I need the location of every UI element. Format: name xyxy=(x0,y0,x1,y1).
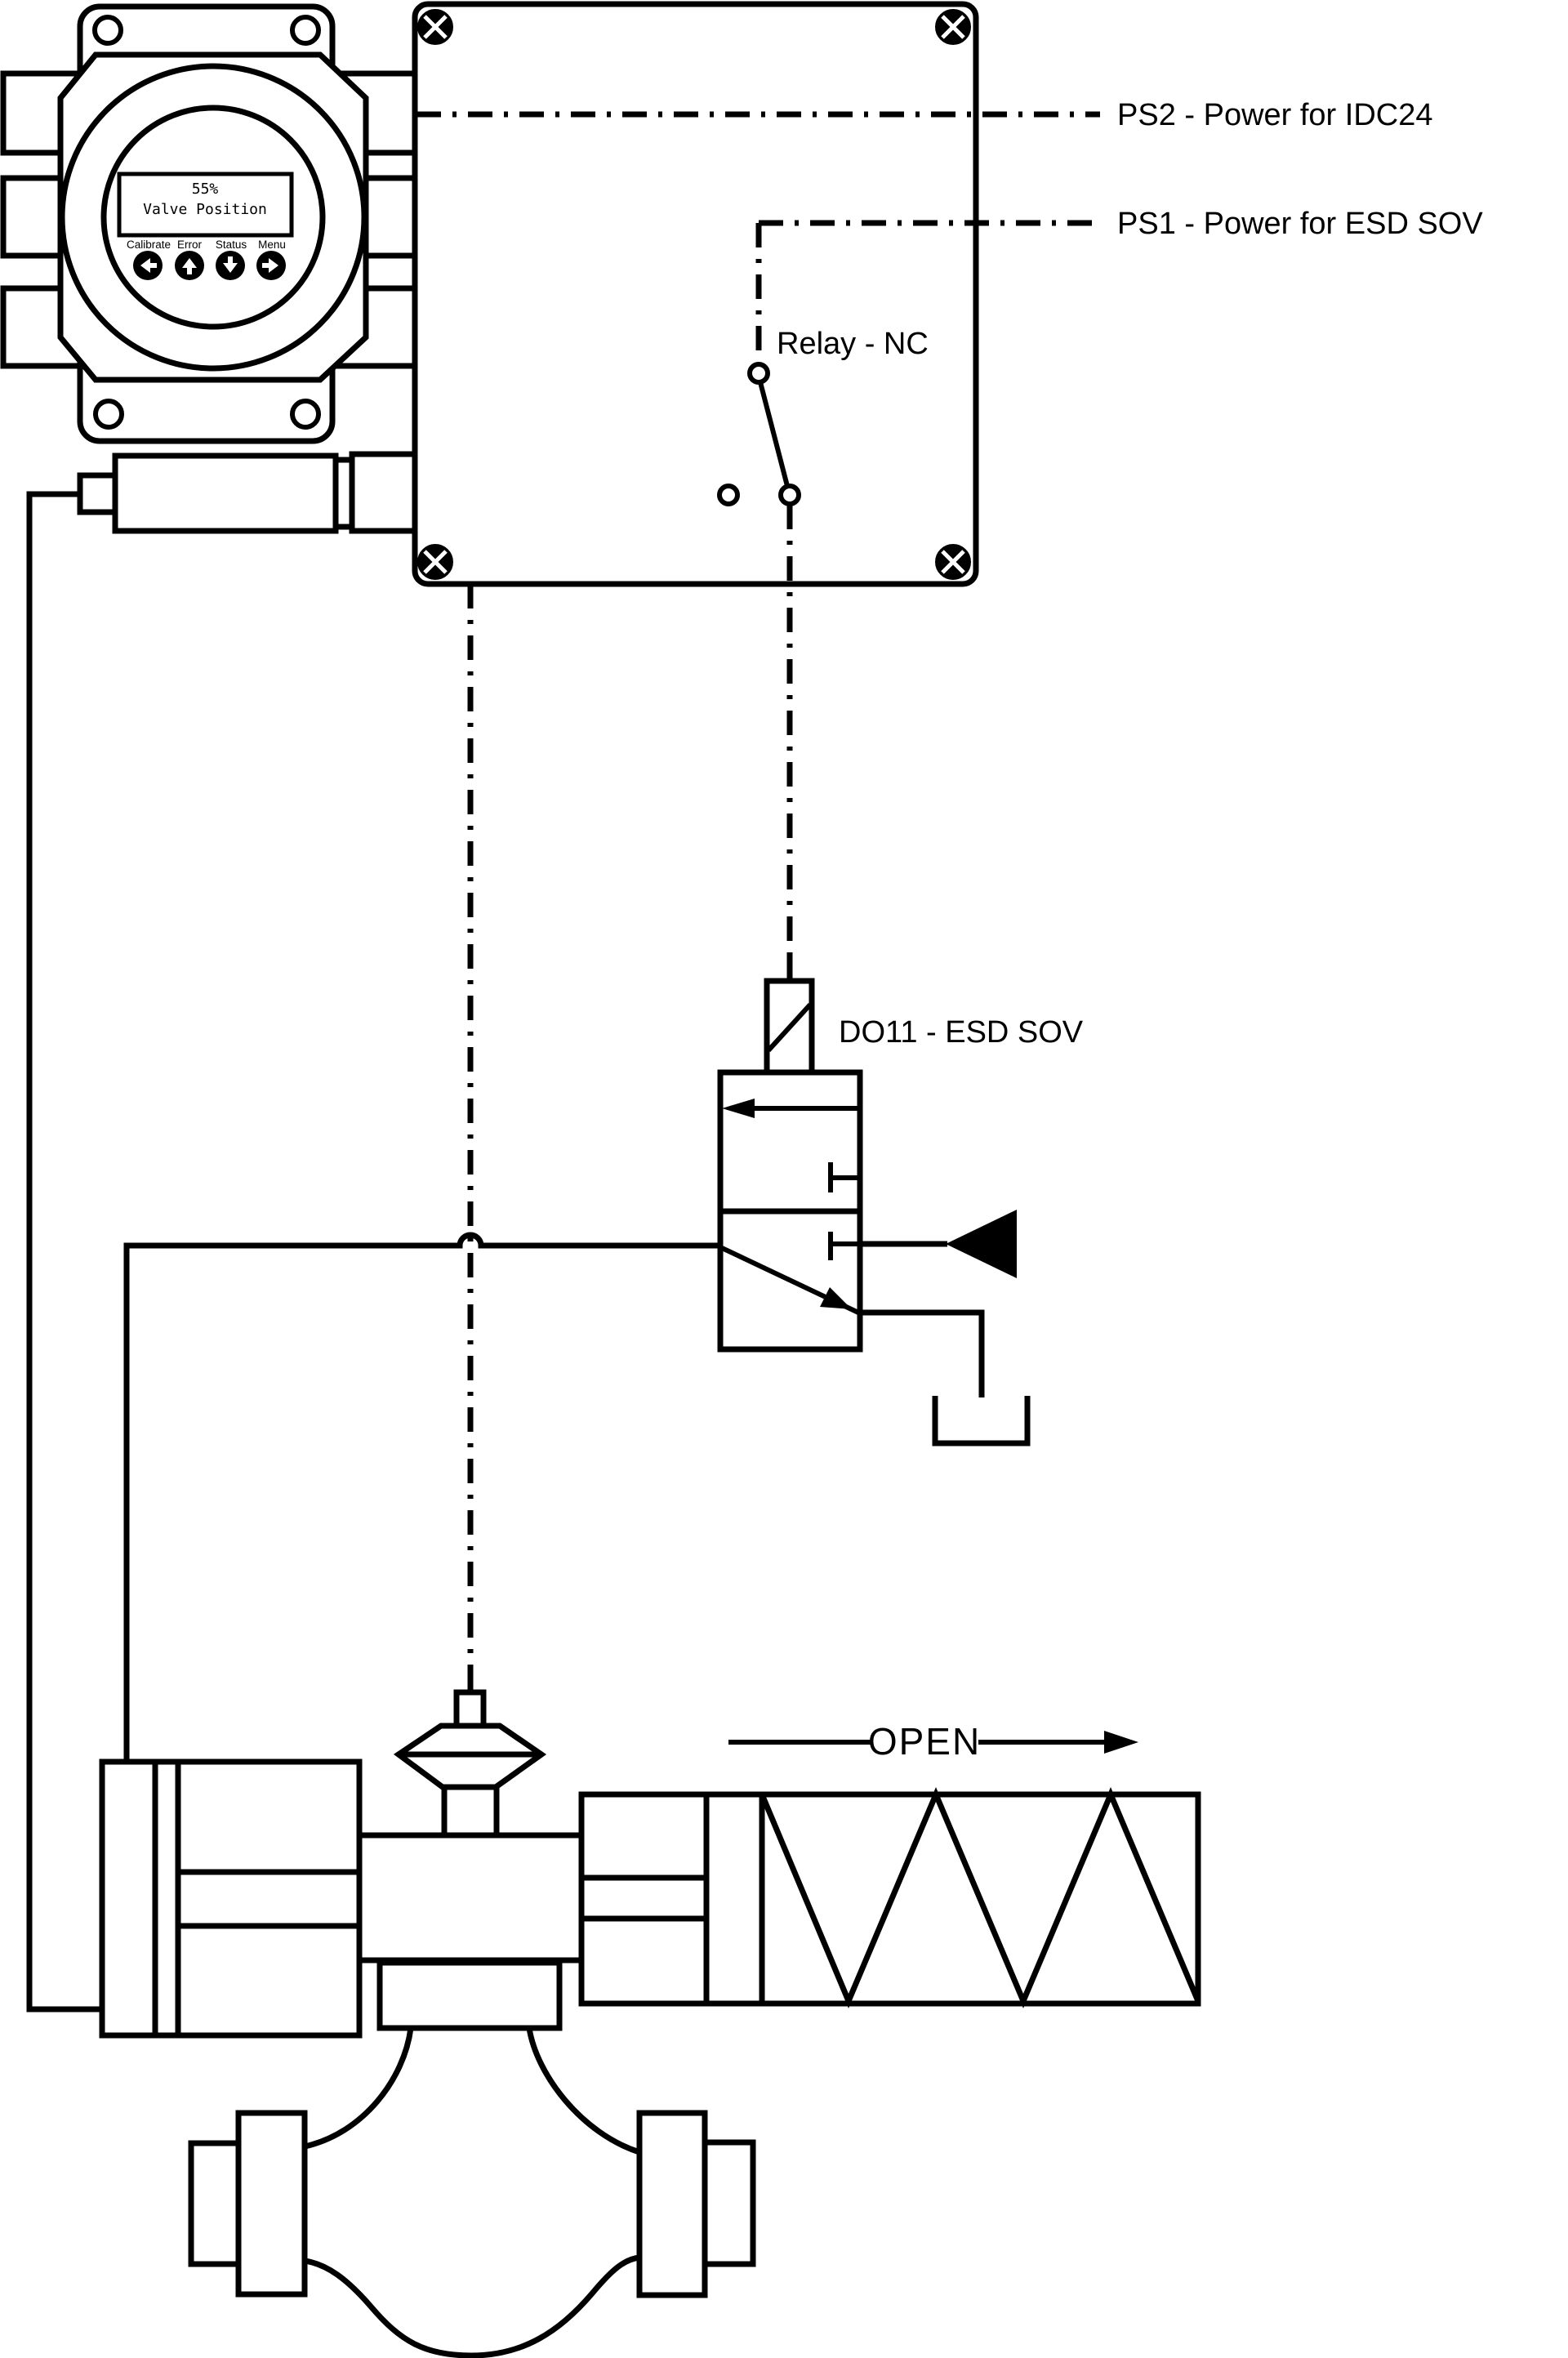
open-direction-arrow: OPEN xyxy=(728,1720,1138,1763)
bolt-hole-icon xyxy=(290,15,321,46)
left-arrow-icon xyxy=(140,258,157,273)
menu-button-label: Menu xyxy=(258,238,286,251)
positioner: 55% Valve Position Calibrate Error Statu… xyxy=(0,3,418,444)
calibrate-button[interactable] xyxy=(133,251,163,280)
error-button[interactable] xyxy=(175,251,204,280)
valve-body xyxy=(188,2027,756,2358)
blocked-port-icon xyxy=(828,1232,859,1260)
lcd-display xyxy=(117,172,294,238)
junction-box-enclosure xyxy=(412,1,979,587)
down-arrow-icon xyxy=(223,256,238,273)
ps2-power-label: PS2 - Power for IDC24 xyxy=(1117,98,1432,132)
status-button[interactable] xyxy=(216,251,245,280)
right-arrow-icon xyxy=(262,258,278,273)
open-label: OPEN xyxy=(868,1720,981,1763)
actuator-yoke xyxy=(356,1832,585,1964)
conduit-end-plug xyxy=(77,472,118,515)
valve-flange-left xyxy=(235,2110,308,2298)
spring-zigzag xyxy=(759,1787,1201,2009)
status-button-label: Status xyxy=(216,238,247,251)
screw-icon xyxy=(935,544,971,580)
sov-label: DO11 - ESD SOV xyxy=(839,1015,1084,1050)
conduit-fitting xyxy=(77,451,418,534)
actuator: OPEN xyxy=(99,1689,1201,2039)
ps1-power-label: PS1 - Power for ESD SOV xyxy=(1117,207,1483,241)
blocked-port-icon xyxy=(828,1162,859,1192)
menu-button[interactable] xyxy=(256,251,286,280)
valve-pipe-right xyxy=(702,2139,756,2267)
relay-contact-common xyxy=(747,362,770,385)
junction-box xyxy=(412,1,979,587)
conduit-body xyxy=(112,452,339,534)
valve-pipe-left xyxy=(188,2140,242,2267)
arrowhead-icon xyxy=(1104,1731,1138,1754)
screw-icon xyxy=(417,9,453,45)
yoke-flange xyxy=(376,1959,563,2031)
relay-switch-arm xyxy=(758,381,790,487)
bonnet-curve-left xyxy=(304,2027,414,2150)
bolt-hole-icon xyxy=(290,399,321,430)
relay-nc-symbol: Relay - NC xyxy=(717,223,929,506)
conduit-adapter xyxy=(349,451,418,534)
valve-position-label: Valve Position xyxy=(143,201,267,218)
esd-solenoid-valve: DO11 - ESD SOV xyxy=(717,978,1084,1446)
vent-path-arrow xyxy=(720,1246,860,1315)
air-supply-triangle-icon xyxy=(946,1210,1017,1278)
bonnet-curve-right xyxy=(526,2027,641,2155)
relay-contact-no xyxy=(717,484,740,506)
valve-body-bottom-curve xyxy=(304,2254,640,2358)
relay-contact-nc xyxy=(778,484,801,506)
valve-flange-right xyxy=(636,2110,708,2298)
stem-cap xyxy=(453,1689,487,1731)
positioner-feedback-line xyxy=(26,491,102,2013)
exhaust-drain-icon xyxy=(932,1396,1031,1446)
up-arrow-icon xyxy=(182,258,197,274)
error-button-label: Error xyxy=(177,238,203,251)
bolt-hole-icon xyxy=(92,15,123,46)
valve-position-value: 55% xyxy=(192,181,219,198)
screw-icon xyxy=(417,544,453,580)
relay-label: Relay - NC xyxy=(777,327,929,361)
screw-icon xyxy=(935,9,971,45)
bolt-hole-icon xyxy=(93,399,124,430)
exhaust-line xyxy=(858,1309,985,1397)
actuator-cylinder xyxy=(99,1758,363,2039)
solenoid-coil-slash xyxy=(766,1002,813,1053)
pneumatic-supply-line xyxy=(123,1232,720,1762)
calibrate-button-label: Calibrate xyxy=(127,238,171,251)
flow-path-arrow xyxy=(722,1099,859,1118)
